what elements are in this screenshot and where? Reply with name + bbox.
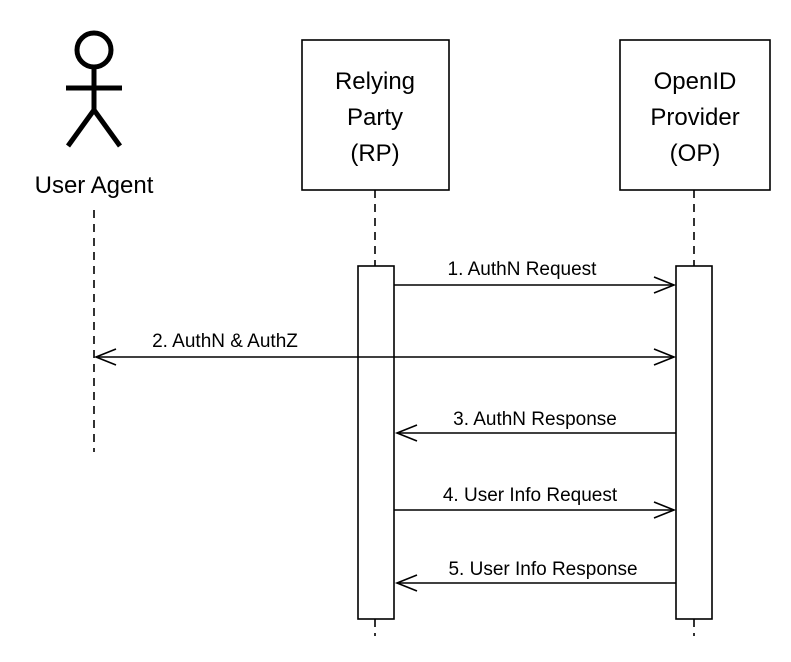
user-agent-label: User Agent [35,172,154,199]
message-2-label: 2. AuthN & AuthZ [152,331,298,352]
message-3: 3. AuthN Response [394,409,676,442]
message-1-arrowhead [653,276,677,294]
message-4-label: 4. User Info Request [443,485,618,506]
openid-provider-participant: OpenID Provider (OP) [619,39,771,636]
openid-provider-label-line-3: (OP) [670,140,721,167]
relying-party-participant: Relying Party (RP) [301,39,450,636]
relying-party-activation-bar [357,265,395,620]
message-1: 1. AuthN Request [394,259,677,294]
message-4: 4. User Info Request [394,485,677,519]
message-2-arrowhead-left [93,348,117,366]
message-2: 2. AuthN & AuthZ [93,331,677,366]
user-agent-participant: User Agent [35,30,154,452]
message-3-arrowhead [394,424,418,442]
relying-party-label-line-2: Party [347,104,403,131]
message-5: 5. User Info Response [394,559,676,592]
relying-party-box [301,39,450,191]
openid-provider-box [619,39,771,191]
message-5-arrowhead [394,574,418,592]
user-agent-actor-icon [65,30,123,148]
openid-provider-label-line-2: Provider [650,104,739,131]
message-2-arrowhead-right [653,348,677,366]
message-3-label: 3. AuthN Response [453,409,617,430]
openid-provider-label-line-1: OpenID [654,68,737,95]
openid-provider-activation-bar [675,265,713,620]
relying-party-label-line-3: (RP) [350,140,399,167]
message-5-label: 5. User Info Response [448,559,637,580]
relying-party-label-line-1: Relying [335,68,415,95]
message-1-label: 1. AuthN Request [448,259,598,280]
message-4-arrowhead [653,501,677,519]
